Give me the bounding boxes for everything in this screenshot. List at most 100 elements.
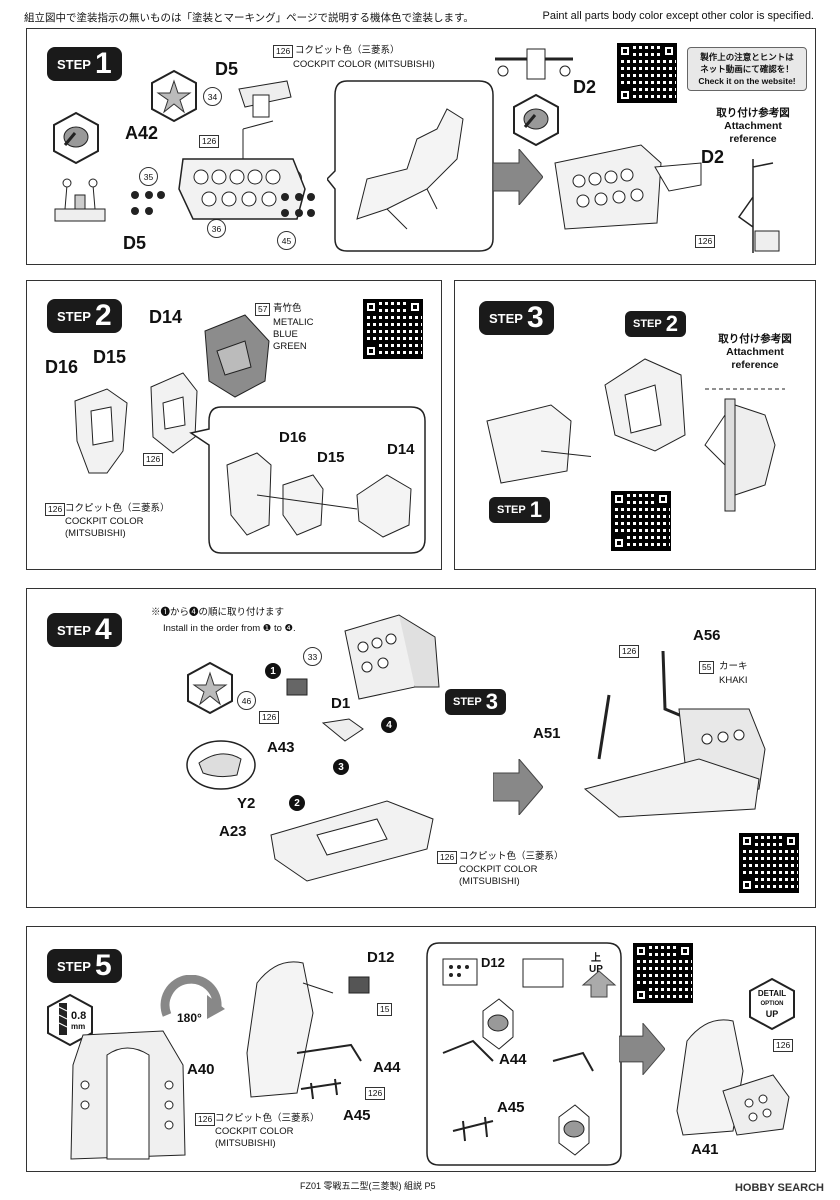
metalic-color-jp: 青竹色	[273, 303, 302, 314]
qr-code-step5[interactable]	[633, 943, 693, 1003]
label-a43: A43	[267, 739, 295, 756]
attach-reference-label-s3: 取り付け参考図 Attachment reference	[705, 333, 805, 372]
frame-side-drawing	[246, 961, 334, 1098]
drill-size: 0.8 mm	[71, 1011, 86, 1032]
label-a51: A51	[533, 725, 561, 742]
part-y2-bubble	[186, 740, 256, 790]
qr-code-step4[interactable]	[739, 833, 799, 893]
color-code-126-s4: 126	[437, 851, 458, 864]
khaki-jp: カーキ	[719, 661, 748, 672]
drill-size-unit: mm	[71, 1022, 86, 1031]
label-a45-bubble: A45	[497, 1099, 525, 1116]
part-d14-drawing	[204, 314, 270, 398]
color-code-126-s5-a44: 126	[365, 1087, 386, 1100]
attach-reference-drawing	[737, 159, 780, 253]
cockpit-color-en1-s5: COCKPIT COLOR	[215, 1126, 294, 1137]
label-d12-bubble: D12	[481, 955, 505, 970]
label-a45: A45	[343, 1107, 371, 1124]
up-jp: 上	[590, 953, 601, 964]
color-code-126-panel: 126	[199, 135, 220, 148]
part-a43-drawing	[321, 718, 364, 742]
label-d1: D1	[331, 695, 351, 712]
tip-jp1: 製作上の注意とヒントは	[700, 52, 794, 62]
part-a23-floor-drawing	[270, 800, 434, 882]
part-d15-drawing	[150, 372, 198, 454]
install-order-en: Install in the order from ❶ to ❹.	[163, 623, 296, 634]
color-code-126: 126	[273, 45, 294, 58]
decal-33: 33	[303, 647, 322, 666]
cockpit-assembled-drawing	[583, 650, 766, 818]
attach-en2: reference	[729, 133, 777, 145]
logo-text: HOBBY SEARCH	[734, 1182, 824, 1194]
color-code-57: 57	[255, 303, 271, 316]
order-step-4: 4	[381, 717, 397, 733]
part-d2-drawing	[495, 48, 573, 80]
metalic-color-en1: METALIC	[273, 317, 314, 328]
attach-en2-s3: reference	[731, 359, 779, 371]
tip-en: Check it on the website!	[698, 76, 796, 86]
cockpit-color-jp-s5: コクピット色（三菱系）	[215, 1113, 320, 1124]
label-d15: D15	[93, 347, 127, 367]
up-en: UP	[589, 964, 603, 975]
color-code-126-s5: 126	[195, 1113, 216, 1126]
frame-assembled-drawing	[676, 1019, 790, 1136]
cockpit-color-en2-s2: (MITSUBISHI)	[65, 528, 126, 539]
decal-34: 34	[203, 87, 222, 106]
color-code-126-s5-right: 126	[773, 1039, 794, 1052]
decal-sheet-left	[131, 191, 165, 215]
detail-callout-bubble-s2	[189, 406, 426, 554]
page-footer: FZ01 零戦五二型(三菱製) 組説 P5	[300, 1181, 436, 1191]
metalic-color-en3: GREEN	[273, 341, 307, 352]
cockpit-color-jp-s4: コクピット色（三菱系）	[459, 851, 564, 862]
panel-assembly-drawing	[486, 404, 591, 484]
decal-46: 46	[237, 691, 256, 710]
label-d16-bubble: D16	[279, 429, 307, 446]
part-d16-drawing	[74, 388, 128, 474]
attach-reference-label: 取り付け参考図 Attachment reference	[703, 107, 803, 146]
color-code-126-s2-legend: 126	[45, 503, 66, 516]
label-d5: D5	[215, 59, 239, 79]
label-d5-lower: D5	[123, 233, 147, 253]
hobby-search-logo: HOBBY SEARCH	[735, 1182, 824, 1194]
label-d14-bubble: D14	[387, 441, 415, 458]
order-step-1: 1	[265, 663, 281, 679]
detail-up-1: DETAIL	[757, 989, 787, 998]
tip-jp2: ネット動画にて確認を！	[700, 64, 794, 74]
label-d14: D14	[149, 307, 183, 327]
decal-star-icon	[151, 69, 197, 123]
part-a44-a45-drawing	[296, 1043, 362, 1100]
label-d15-bubble: D15	[317, 449, 345, 466]
label-d2: D2	[573, 77, 597, 97]
label-a40: A40	[187, 1061, 215, 1078]
label-a42: A42	[125, 123, 159, 143]
label-d12: D12	[367, 949, 395, 966]
label-a44: A44	[373, 1059, 401, 1076]
seat-back-drawing	[604, 358, 686, 452]
qr-code-step2[interactable]	[363, 299, 423, 359]
label-a44-bubble: A44	[499, 1051, 527, 1068]
detail-up-badge	[749, 977, 795, 1031]
cockpit-color-jp: コクピット色（三菱系）	[295, 45, 400, 56]
assembly-arrow-icon	[493, 149, 543, 205]
cockpit-color-jp-s2: コクピット色（三菱系）	[65, 503, 170, 514]
cockpit-color-en2-s5: (MITSUBISHI)	[215, 1138, 276, 1149]
attach-jp: 取り付け参考図	[716, 107, 790, 119]
cockpit-color-en: COCKPIT COLOR (MITSUBISHI)	[293, 59, 435, 70]
qr-code[interactable]	[617, 43, 677, 103]
metalic-color-en2: BLUE	[273, 329, 298, 340]
attach-jp-s3: 取り付け参考図	[718, 333, 792, 345]
drill-size-value: 0.8	[71, 1010, 87, 1022]
label-y2: Y2	[237, 795, 256, 812]
install-order-jp: ※❶から❹の順に取り付けます	[151, 607, 285, 618]
assembly-arrow-icon-s4	[493, 759, 543, 815]
order-step-3: 3	[333, 759, 349, 775]
qr-code-step3[interactable]	[611, 491, 671, 551]
